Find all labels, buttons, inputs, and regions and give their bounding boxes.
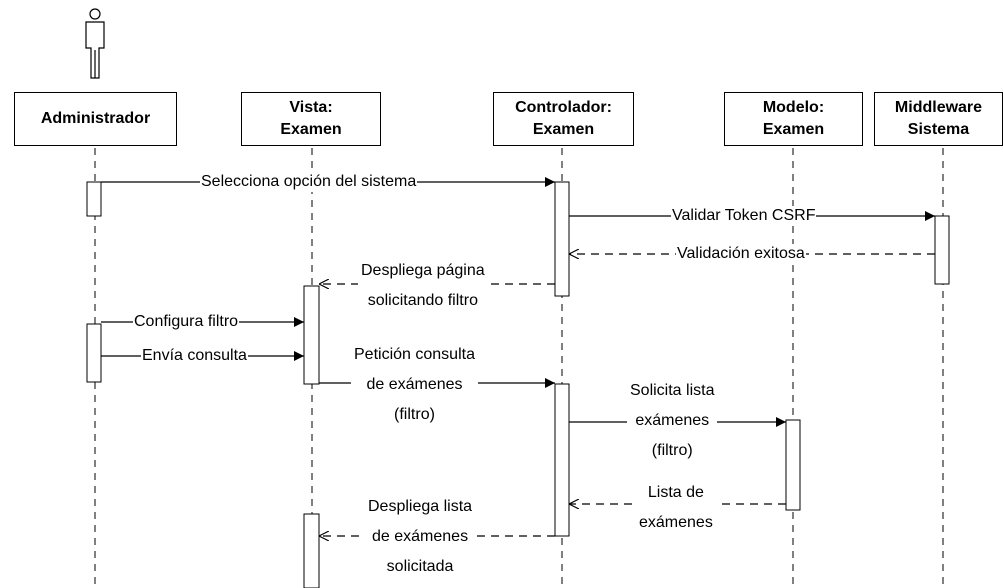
participant-modelo-examen: Modelo: Examen [724, 92, 863, 146]
message-label-2: Validar Token CSRF [671, 206, 817, 226]
message-label-8: Solicita lista exámenes (filtro) [627, 376, 718, 466]
message-label-line: de exámenes [372, 528, 469, 545]
message-label-line: solicitada [386, 558, 454, 575]
participant-middleware-sistema: Middleware Sistema [874, 92, 1003, 146]
message-label-7: Petición consulta de exámenes (filtro) [351, 340, 478, 430]
message-label-line: (filtro) [651, 442, 693, 459]
message-label-10: Despliega lista de exámenes solicitada [365, 492, 476, 582]
participant-label: Controlador: [515, 99, 612, 117]
participant-label: Examen [532, 121, 595, 138]
participant-controlador-examen: Controlador: Examen [493, 92, 634, 146]
activation-vista-2 [303, 513, 320, 588]
participant-label: Sistema [907, 121, 970, 138]
message-label-line: exámenes [635, 412, 710, 429]
message-label-line: Despliega lista [368, 498, 473, 515]
activation-admin-2 [86, 323, 102, 383]
message-label-6: Envía consulta [141, 346, 248, 366]
activation-vista-1 [303, 285, 320, 385]
activation-admin-1 [86, 181, 102, 217]
message-label-line: (filtro) [394, 406, 435, 423]
message-label-1: Selecciona opción del sistema [200, 172, 418, 192]
activation-controlador-2 [554, 383, 570, 537]
message-label-line: de exámenes [366, 376, 463, 393]
participant-label: Examen [762, 121, 825, 138]
message-label-line: Despliega página [361, 262, 485, 279]
message-label-5: Configura filtro [133, 312, 240, 332]
message-label-line: Petición consulta [354, 346, 475, 363]
participant-label: Modelo: [762, 99, 825, 117]
activation-middleware-1 [934, 215, 950, 285]
activation-controlador-1 [554, 181, 570, 297]
participant-label: Vista: [289, 99, 333, 117]
actor-icon [85, 8, 105, 79]
participant-administrador: Administrador [14, 92, 177, 146]
message-label-line: Lista de [647, 484, 704, 501]
message-label-3: Validación exitosa [676, 244, 806, 264]
message-label-4: Despliega página solicitando filtro [358, 256, 488, 316]
message-label-9: Lista de exámenes [636, 478, 716, 538]
message-label-line: Solicita lista [630, 382, 715, 399]
participant-label: Administrador [40, 110, 151, 128]
participant-label: Examen [280, 121, 342, 138]
participant-vista-examen: Vista: Examen [241, 92, 381, 146]
message-label-line: solicitando filtro [367, 292, 478, 309]
participant-label: Middleware [894, 99, 983, 117]
message-label-line: exámenes [639, 514, 713, 531]
activation-modelo-1 [785, 419, 801, 511]
